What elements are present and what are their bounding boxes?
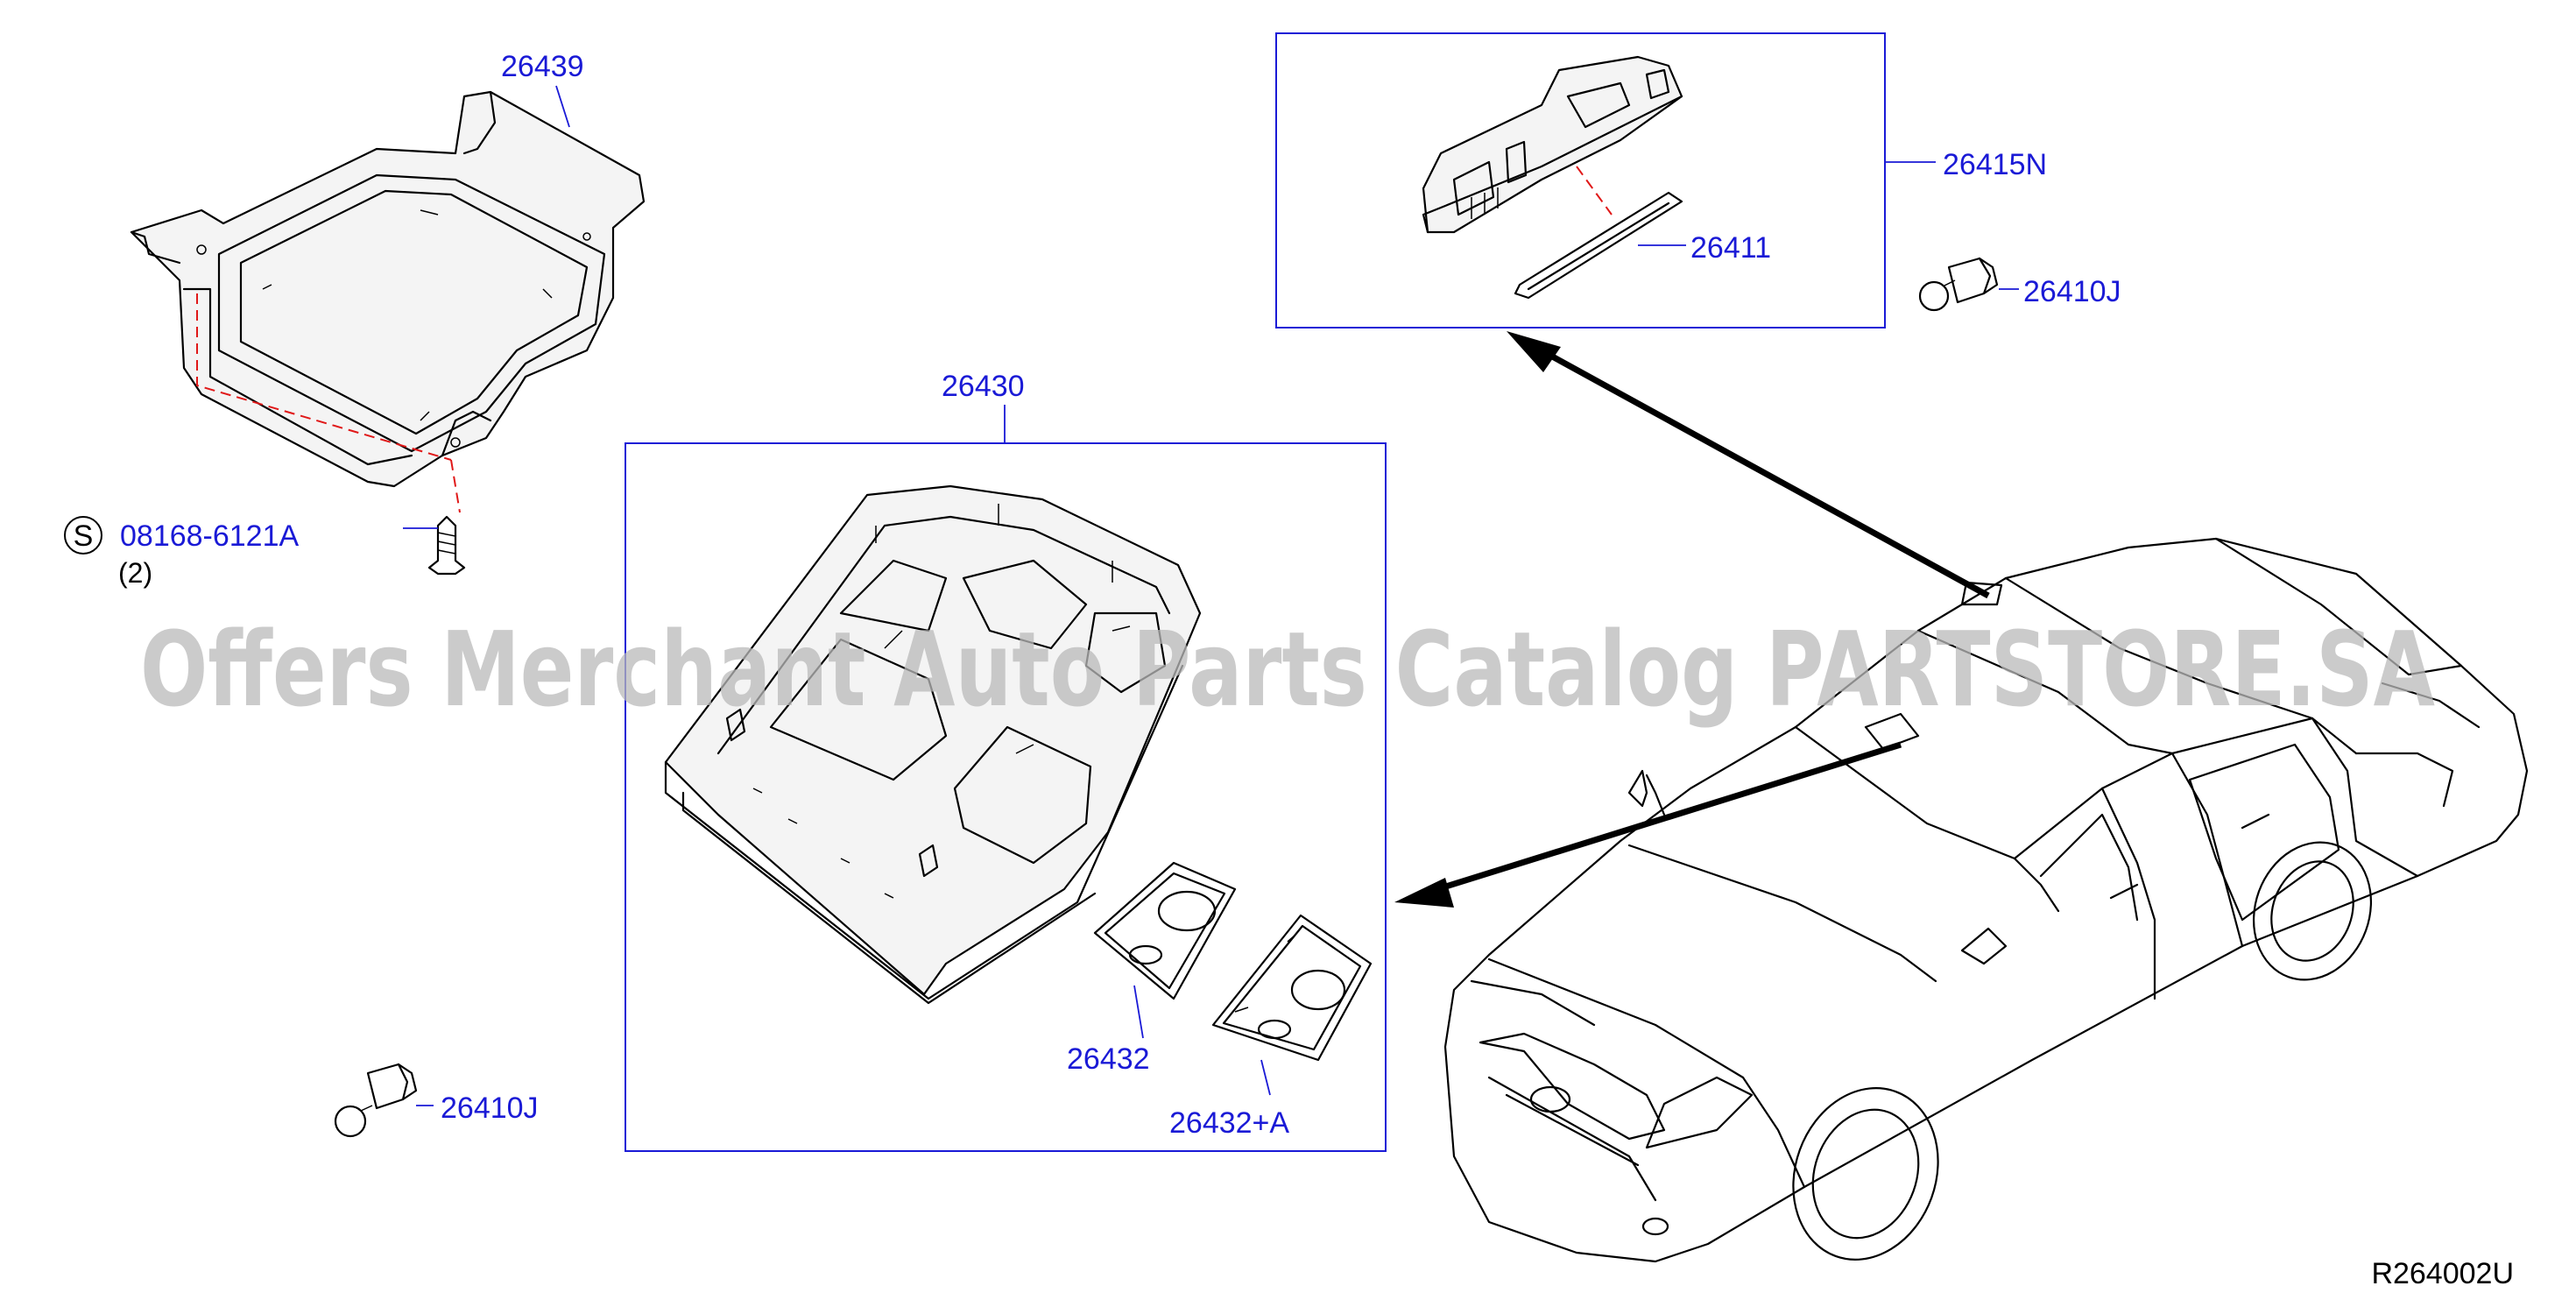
label-26410J-left: 26410J (441, 1092, 539, 1125)
bulb-26410J-left-drawing (334, 1063, 434, 1138)
watermark-text: Offers Merchant Auto Parts Catalog PARTS… (140, 609, 2435, 730)
label-26411: 26411 (1690, 231, 1771, 265)
sedan-car-drawing (1443, 537, 2529, 1263)
lens-26432-drawing (1093, 861, 1237, 1039)
lens-26432A-drawing (1211, 914, 1373, 1096)
assembly-26430-frame (625, 442, 1387, 1152)
label-26415N: 26415N (1943, 148, 2047, 181)
map-lamp-housing-drawing (664, 484, 1202, 1005)
screw-symbol: S (74, 519, 94, 553)
screw-drawing (403, 515, 466, 576)
bulb-26410J-right-drawing (1918, 257, 2019, 312)
arrow-to-26430 (1394, 741, 1902, 908)
diagram-reference: R264002U (2371, 1257, 2514, 1290)
label-26432-A: 26432+A (1169, 1106, 1289, 1140)
label-26430: 26430 (942, 370, 1025, 403)
assembly-26415N-frame (1275, 32, 1886, 329)
lamp-26415N-drawing (1422, 55, 1686, 300)
label-26439: 26439 (501, 50, 584, 83)
bracket-26439-drawing (130, 90, 646, 513)
label-08168-6121A: 08168-6121A (120, 519, 300, 553)
label-26432: 26432 (1067, 1042, 1150, 1076)
screw-symbol-circle (64, 516, 102, 555)
arrow-to-26415N (1507, 331, 1990, 599)
label-26410J-right: 26410J (2023, 275, 2121, 308)
screw-quantity: (2) (118, 557, 152, 589)
